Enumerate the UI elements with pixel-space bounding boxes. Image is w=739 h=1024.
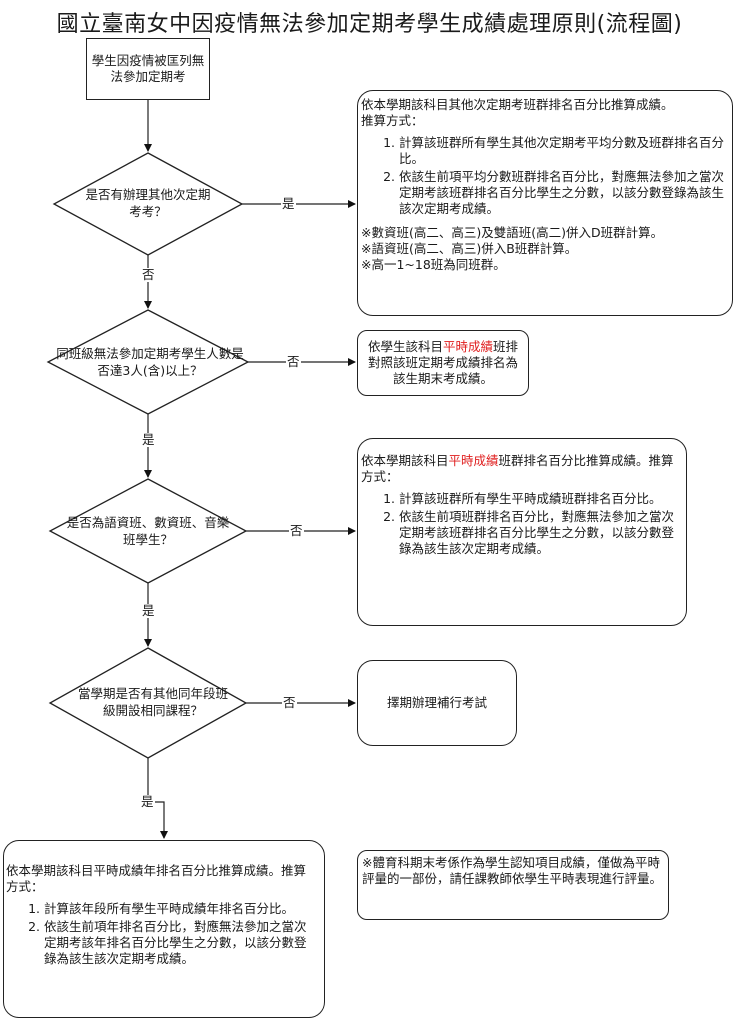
decision-text-1: 是否有辦理其他次定期考考？ bbox=[85, 187, 211, 219]
box1-steps: 計算該班群所有學生其他次定期考平均分數及班群排名百分比。 依該生前項平均分數班群… bbox=[361, 135, 726, 217]
result-box-makeup-exam: 擇期辦理補行考試 bbox=[357, 660, 517, 746]
box3-step-1: 計算該班群所有學生平時成績班群排名百分比。 bbox=[399, 491, 680, 507]
box3-steps: 計算該班群所有學生平時成績班群排名百分比。 依該生前項班群排名百分比，對應無法參… bbox=[361, 491, 680, 557]
label-yes-3: 是 bbox=[141, 603, 156, 618]
box1-note-3: ※高一1~18班為同班群。 bbox=[361, 257, 506, 272]
box3-text-highlight: 平時成績 bbox=[448, 453, 499, 468]
result-box-other-exam: 依本學期該科目其他次定期考班群排名百分比推算成績。 推算方式： 計算該班群所有學… bbox=[357, 90, 733, 316]
label-no-3: 否 bbox=[289, 523, 304, 538]
result-box-grade-rank: 依本學期該科目平時成績年排名百分比推算成績。推算方式： 計算該年段所有學生平時成… bbox=[3, 840, 325, 1018]
label-no-4: 否 bbox=[282, 695, 297, 710]
pe-note-text: ※體育科期末考係作為學生認知項目成績，僅做為平時評量的一部份，請任課教師依學生平… bbox=[362, 855, 663, 886]
label-yes-2: 是 bbox=[141, 432, 156, 447]
decision-text-4: 當學期是否有其他同年段班級開設相同課程？ bbox=[78, 686, 229, 718]
label-yes-1: 是 bbox=[281, 196, 296, 211]
connector-d4-box5 bbox=[147, 758, 168, 839]
box2-text-pre: 依學生該科目 bbox=[367, 339, 443, 354]
box4-text: 擇期辦理補行考試 bbox=[386, 695, 487, 710]
box3-text-post: 班群排名百分比推算成績。推算方式： bbox=[361, 453, 674, 484]
box1-note-1: ※數資班(高二、高三)及雙語班(高二)併入D班群計算。 bbox=[361, 225, 664, 240]
box2-text-post: 班排對照該班定期考成績排名為該生期末考成績。 bbox=[367, 339, 519, 386]
pe-note-box: ※體育科期末考係作為學生認知項目成績，僅做為平時評量的一部份，請任課教師依學生平… bbox=[357, 850, 669, 920]
start-text: 學生因疫情被匡列無法參加定期考 bbox=[91, 53, 205, 84]
box5-step-2: 依該生前項年排名百分比，對應無法參加之當次定期考該年排名百分比學生之分數，以該分… bbox=[44, 919, 318, 967]
start-box: 學生因疫情被匡列無法參加定期考 bbox=[86, 38, 210, 100]
decision-text-2: 同班級無法參加定期考學生人數是否達3人(含)以上？ bbox=[56, 346, 244, 378]
box1-line1: 依本學期該科目其他次定期考班群排名百分比推算成績。 bbox=[361, 97, 674, 112]
box5-steps: 計算該年段所有學生平時成績年排名百分比。 依該生前項年排名百分比，對應無法參加之… bbox=[6, 901, 318, 967]
box1-step-2: 依該生前項平均分數班群排名百分比，對應無法參加之當次定期考該班群排名百分比學生之… bbox=[399, 169, 726, 217]
label-no-2: 否 bbox=[286, 354, 301, 369]
box2-text-highlight: 平時成績 bbox=[442, 339, 493, 354]
decision-text-3: 是否為語資班、數資班、音樂班學生？ bbox=[66, 515, 230, 547]
box1-note-2: ※語資班(高二、高三)併入B班群計算。 bbox=[361, 241, 578, 256]
box1-line2: 推算方式： bbox=[361, 113, 424, 128]
result-box-class-rank: 依學生該科目平時成績班排對照該班定期考成績排名為該生期末考成績。 bbox=[357, 330, 529, 396]
result-box-class-group-usual: 依本學期該科目平時成績班群排名百分比推算成績。推算方式： 計算該班群所有學生平時… bbox=[357, 438, 687, 626]
page-title: 國立臺南女中因疫情無法參加定期考學生成績處理原則(流程圖) bbox=[56, 12, 683, 37]
box1-step-1: 計算該班群所有學生其他次定期考平均分數及班群排名百分比。 bbox=[399, 135, 726, 167]
box5-step-1: 計算該年段所有學生平時成績年排名百分比。 bbox=[44, 901, 318, 917]
label-yes-4: 是 bbox=[140, 794, 155, 809]
box3-text-pre: 依本學期該科目 bbox=[361, 453, 449, 468]
box5-text: 依本學期該科目平時成績年排名百分比推算成績。推算方式： bbox=[6, 863, 307, 894]
box3-step-2: 依該生前項班群排名百分比，對應無法參加之當次定期考該班群排名百分比學生之分數，以… bbox=[399, 509, 680, 557]
label-no-1: 否 bbox=[141, 267, 156, 282]
